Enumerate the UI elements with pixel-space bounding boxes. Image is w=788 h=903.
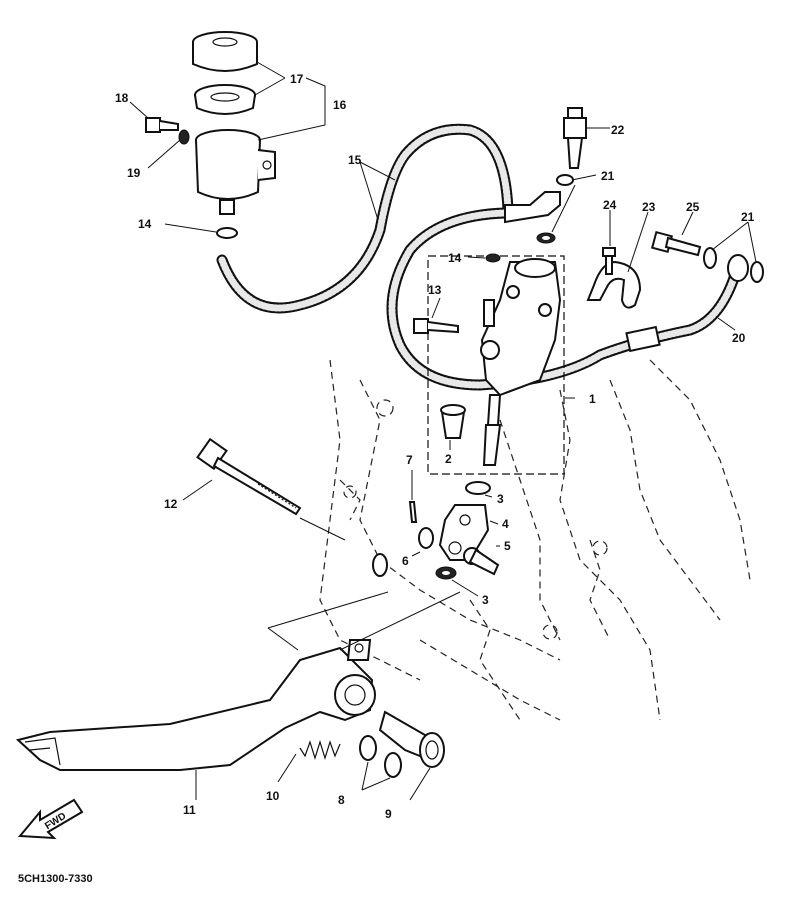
callout-1: 1 [589,392,596,406]
frame-boss [372,553,388,577]
bolt-25 [650,230,702,257]
leader-lines [129,61,757,801]
o-rings-8 [359,735,402,778]
callout-8: 8 [338,793,345,807]
callout-4: 4 [502,517,509,531]
bushing-9 [378,710,445,768]
clip-14-lower [485,253,501,263]
callout-11: 11 [183,803,196,817]
washer-6 [418,527,434,549]
brake-pedal-11 [15,639,376,771]
callout-5: 5 [504,539,511,553]
pivot-bolt-12 [196,437,302,516]
washer-19 [178,129,190,145]
callout-16: 16 [333,98,347,112]
callout-2: 2 [445,452,452,466]
callout-7: 7 [406,453,413,467]
nut-3-upper [465,481,491,495]
callout-6: 6 [402,554,409,568]
assembly-lines [267,517,461,651]
callout-12: 12 [164,497,178,511]
callout-21: 21 [601,169,615,183]
washer-21-right-a [703,247,717,269]
bolt-13 [413,318,459,334]
spring-10 [299,739,341,761]
callout-13: 13 [428,283,442,297]
callout-labels: 1 2 3 3 4 5 6 7 8 9 10 11 12 13 14 14 15… [115,72,755,821]
fwd-arrow: FWD [17,798,84,840]
callout-3: 3 [482,593,489,607]
washer-21-upper [556,174,574,186]
callout-22: 22 [611,123,625,137]
pin-5 [463,547,500,576]
union-bolt-22 [563,107,587,169]
callout-21: 21 [741,210,755,224]
callout-10: 10 [266,789,280,803]
callout-19: 19 [127,166,141,180]
callout-20: 20 [732,331,746,345]
callout-18: 18 [115,91,129,105]
callout-25: 25 [686,200,700,214]
clip-14-upper [216,227,238,239]
washer-21-mid [536,232,556,244]
clevis-4 [438,504,490,561]
master-cylinder [480,258,562,466]
callout-17: 17 [290,72,304,86]
bolt-24 [602,247,616,275]
callout-24: 24 [603,198,617,212]
screw-18 [145,117,179,133]
callout-15: 15 [348,153,362,167]
reservoir-body [195,129,276,215]
frame-outline [319,359,751,721]
reservoir-hose-15 [216,123,514,314]
hose-bracket-23 [586,260,642,309]
nut-3-lower [435,566,457,580]
cotter-pin-7 [408,501,418,523]
callout-23: 23 [642,200,656,214]
callout-14: 14 [138,217,152,231]
boot-2 [440,404,466,439]
washer-21-right-b [750,261,764,283]
reservoir-diaphragm [194,84,256,115]
callout-9: 9 [385,807,392,821]
callout-14: 14 [448,251,462,265]
brake-hose-20 [386,191,749,391]
callout-3: 3 [497,492,504,506]
reservoir-cap [192,31,258,72]
diagram-code: 5CH1300-7330 [18,873,93,885]
